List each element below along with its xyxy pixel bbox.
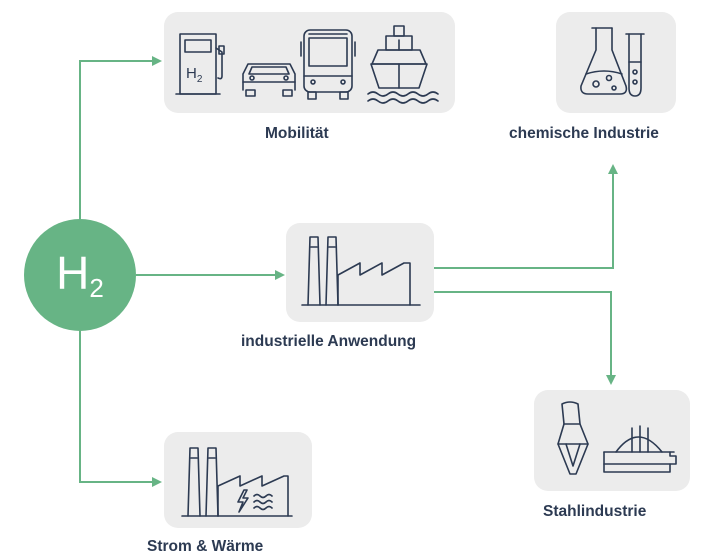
industrial-card bbox=[286, 223, 434, 322]
chemical-label: chemische Industrie bbox=[509, 125, 659, 142]
power-plant-icon bbox=[181, 447, 293, 517]
mobility-icons: H2 bbox=[175, 25, 439, 104]
industrial-label: industrielle Anwendung bbox=[241, 333, 417, 350]
steel-label: Stahlindustrie bbox=[543, 503, 647, 520]
factory-icon bbox=[301, 236, 421, 306]
arrow-to-chemical bbox=[434, 164, 618, 269]
mobility-card: H2 bbox=[164, 12, 455, 113]
mobility-label: Mobilität bbox=[265, 125, 329, 142]
bus-icon bbox=[300, 29, 356, 100]
hub-symbol: H bbox=[56, 247, 90, 299]
power-label: Strom & Wärme bbox=[147, 538, 264, 555]
ladle-icon bbox=[557, 401, 589, 475]
steel-card bbox=[534, 390, 690, 491]
arrow-to-steel bbox=[434, 291, 616, 385]
pump-label: H2 bbox=[186, 65, 203, 85]
h2-hub: H2 bbox=[24, 219, 136, 331]
car-icon bbox=[242, 63, 296, 97]
ship-icon bbox=[367, 25, 439, 104]
steel-icons bbox=[557, 401, 677, 475]
fuel-pump-icon bbox=[175, 33, 225, 95]
furnace-icon bbox=[603, 425, 677, 473]
arrow-to-mobility bbox=[79, 56, 162, 219]
arrow-to-power bbox=[79, 331, 162, 487]
heat-waves-icon bbox=[253, 493, 273, 511]
power-card bbox=[164, 432, 312, 528]
lab-flask-icon bbox=[580, 27, 645, 97]
chemical-card bbox=[556, 12, 676, 113]
lightning-icon bbox=[237, 489, 249, 513]
hub-subscript: 2 bbox=[89, 273, 104, 303]
